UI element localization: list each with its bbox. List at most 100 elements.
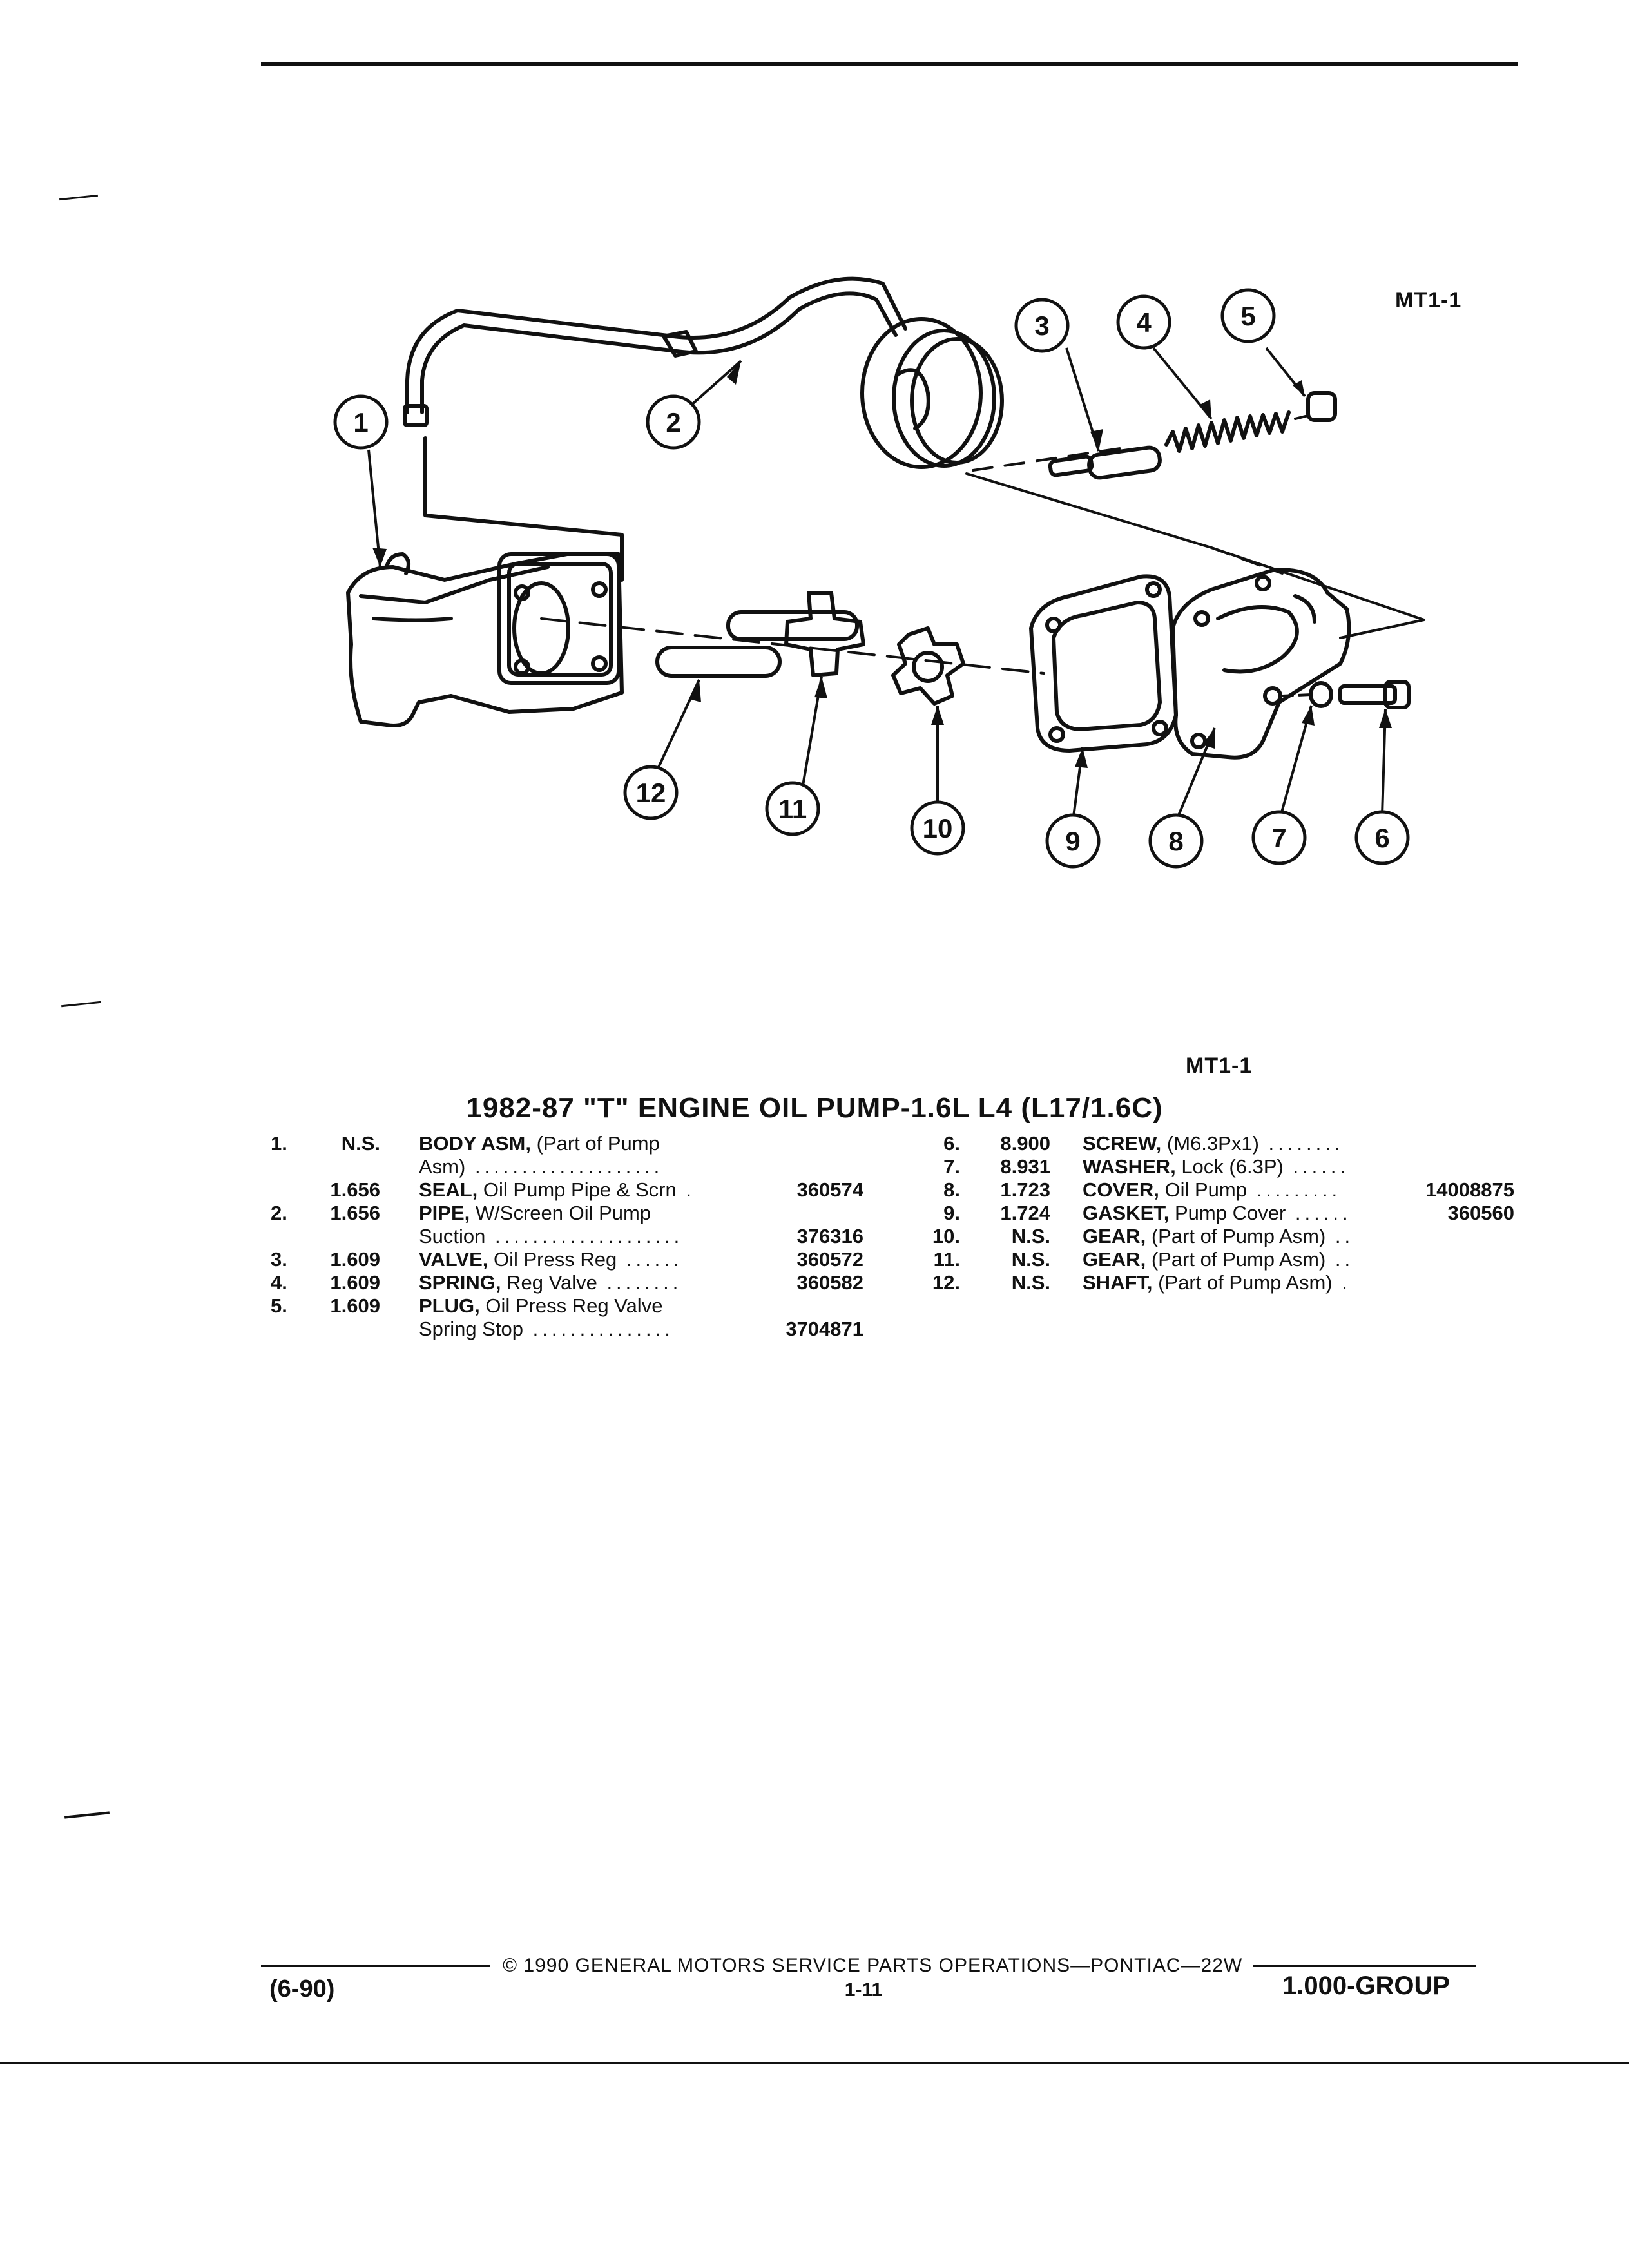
catalog-number: 1.609	[330, 1248, 380, 1271]
washer-part	[1309, 681, 1333, 708]
item-number: 10.	[932, 1225, 960, 1247]
item-number: 8.	[943, 1178, 960, 1201]
svg-text:12: 12	[636, 778, 666, 808]
callout-9: 9	[1045, 813, 1101, 869]
callout-5: 5	[1220, 288, 1276, 343]
callout-7: 7	[1251, 810, 1307, 865]
part-name: PLUG,	[419, 1294, 480, 1317]
part-name: SHAFT,	[1083, 1271, 1153, 1294]
svg-text:3: 3	[1034, 311, 1049, 341]
part-name: SPRING,	[419, 1271, 501, 1294]
parts-row: 11.N.S.GEAR, (Part of Pump Asm) ..	[915, 1248, 1521, 1271]
idler-gear-part	[891, 626, 965, 706]
catalog-number: 1.609	[330, 1294, 380, 1317]
valve-part	[1048, 445, 1162, 480]
part-name: COVER,	[1083, 1178, 1159, 1201]
callout-11: 11	[765, 781, 820, 836]
catalog-number: 1.656	[330, 1178, 380, 1201]
parts-row: 12.N.S.SHAFT, (Part of Pump Asm) .	[915, 1271, 1521, 1294]
part-number: 3704871	[786, 1318, 863, 1340]
parts-row: 5. 1.609 PLUG, Oil Press Reg Valve	[271, 1294, 863, 1318]
catalog-number: 1.723	[1000, 1178, 1050, 1201]
top-rule	[261, 62, 1518, 66]
item-number: 4.	[271, 1271, 287, 1294]
part-number: 360582	[796, 1271, 863, 1294]
item-number: 6.	[943, 1132, 960, 1155]
part-desc: Asm)	[419, 1155, 466, 1178]
bottom-scan-rule	[0, 2062, 1629, 2064]
part-number: 360574	[796, 1178, 863, 1201]
parts-row: 2. 1.656 PIPE, W/Screen Oil Pump	[271, 1202, 863, 1225]
pipe-part	[420, 291, 898, 414]
callout-1: 1	[333, 394, 389, 450]
catalog-number: N.S.	[1011, 1225, 1050, 1247]
part-desc: Spring Stop	[419, 1318, 523, 1340]
svg-text:7: 7	[1271, 823, 1286, 853]
parts-row: Asm) ....................	[419, 1155, 664, 1178]
item-number: 3.	[271, 1248, 287, 1271]
item-number: 9.	[943, 1202, 960, 1224]
gasket-part	[1029, 574, 1178, 753]
pipe-part	[405, 276, 907, 414]
page-title: 1982-87 "T" ENGINE OIL PUMP-1.6L L4 (L17…	[466, 1092, 1163, 1124]
parts-row: Spring Stop ...............3704871	[419, 1318, 863, 1340]
figure-ref-top: MT1-1	[1395, 288, 1462, 312]
item-number: 5.	[271, 1294, 287, 1317]
part-desc: Suction	[419, 1225, 486, 1247]
part-desc: (Part of Pump	[536, 1132, 660, 1155]
parts-row: Suction ....................376316	[419, 1225, 863, 1247]
catalog-number: 1.609	[330, 1271, 380, 1294]
part-desc: Oil Pump Pipe & Scrn	[483, 1178, 677, 1201]
part-desc: Oil Pump	[1164, 1178, 1247, 1201]
item-number: 2.	[271, 1202, 287, 1224]
catalog-number: N.S.	[1011, 1271, 1050, 1294]
callout-2: 2	[646, 394, 701, 450]
part-name: GEAR,	[1083, 1248, 1146, 1271]
callout-4: 4	[1116, 294, 1171, 350]
oil-screen	[860, 317, 983, 469]
part-number: 14008875	[1425, 1178, 1514, 1201]
part-number: 360560	[1447, 1202, 1514, 1224]
svg-text:11: 11	[778, 794, 807, 824]
callout-8: 8	[1148, 813, 1204, 869]
part-desc: (M6.3Px1)	[1166, 1132, 1259, 1155]
catalog-number: 1.724	[1000, 1202, 1050, 1224]
callout-6: 6	[1354, 810, 1410, 865]
catalog-number: 1.656	[330, 1202, 380, 1224]
figure-ref-caption: MT1-1	[1186, 1053, 1253, 1078]
item-number: 11.	[933, 1248, 960, 1271]
footer-copyright: © 1990 GENERAL MOTORS SERVICE PARTS OPER…	[503, 1955, 1243, 1976]
cover-part	[1171, 568, 1351, 760]
margin-mark	[64, 1811, 110, 1819]
parts-row: 1.N.S.BODY ASM, (Part of Pump	[271, 1132, 863, 1155]
part-desc: Reg Valve	[506, 1271, 597, 1294]
part-desc: W/Screen Oil Pump	[475, 1202, 651, 1224]
part-number: 360572	[796, 1248, 863, 1271]
svg-text:4: 4	[1136, 307, 1152, 338]
part-number: 376316	[796, 1225, 863, 1247]
part-desc: (Part of Pump Asm)	[1151, 1225, 1326, 1247]
svg-text:6: 6	[1374, 823, 1389, 853]
oil-pump-exploded-diagram: 1 2 3 4 5 6 7 8 9 10 11 12	[333, 276, 1425, 869]
item-number: 1.	[271, 1132, 287, 1155]
pump-body	[346, 552, 624, 727]
svg-text:5: 5	[1240, 301, 1255, 331]
item-number: 12.	[932, 1271, 960, 1294]
part-desc: Oil Press Reg Valve	[485, 1294, 663, 1317]
item-number: 7.	[943, 1155, 960, 1178]
part-name: PIPE,	[419, 1202, 470, 1224]
part-name: SCREW,	[1083, 1132, 1162, 1155]
part-desc: Oil Press Reg	[494, 1248, 617, 1271]
shaft-part	[655, 646, 782, 678]
catalog-number: 8.931	[1000, 1155, 1050, 1178]
callout-3: 3	[1014, 298, 1070, 353]
part-desc: Lock (6.3P)	[1181, 1155, 1284, 1178]
svg-text:8: 8	[1168, 826, 1183, 856]
part-desc: Pump Cover	[1174, 1202, 1286, 1224]
catalog-number: 8.900	[1000, 1132, 1050, 1155]
